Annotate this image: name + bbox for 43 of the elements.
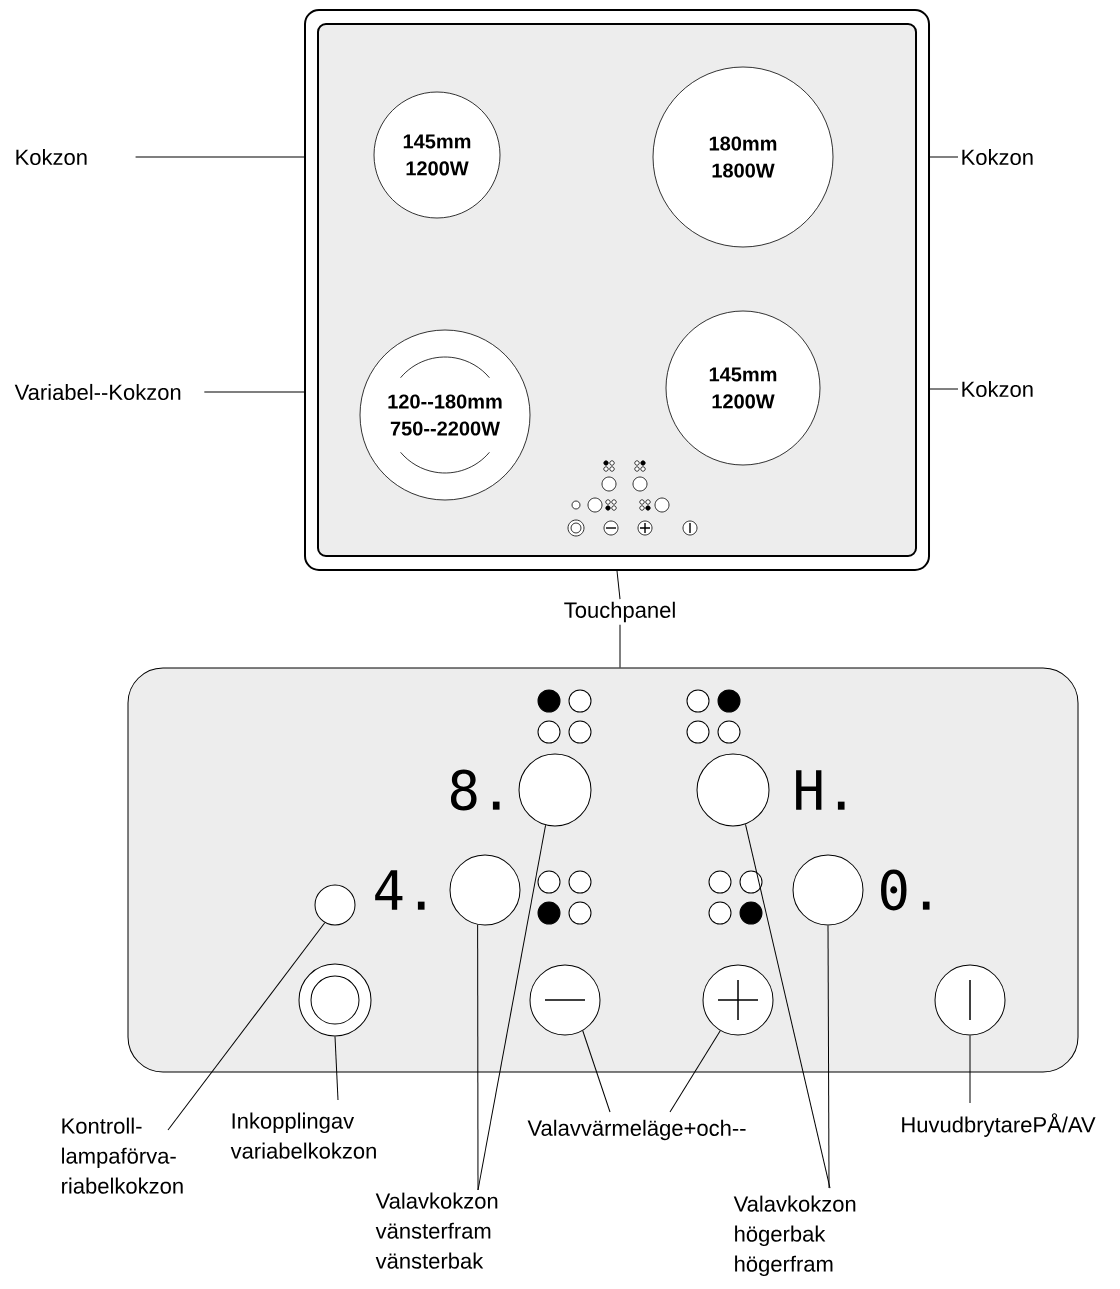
callout-text: Kokzon [16, 148, 87, 166]
segment-display: 8. [450, 769, 500, 811]
leader-line [203, 391, 305, 393]
leader-line [929, 388, 959, 390]
segment-display: 0. [881, 869, 930, 911]
touch-button [696, 753, 770, 827]
minus-button [529, 964, 601, 1036]
plus-button [702, 964, 774, 1036]
callout-text: Touchpanel [564, 601, 675, 623]
segment-display: 4. [375, 870, 425, 910]
callout-text: Inkopplingav variabelkokzon [230, 1112, 376, 1159]
touch-button [518, 753, 592, 827]
leader-line [334, 1036, 339, 1101]
callout-text: HuvudbrytarePÅ/AV [902, 1113, 1096, 1137]
callout-text: Valavvärmeläge+och-- [527, 1119, 746, 1141]
touch-button [298, 963, 372, 1037]
leader-line [616, 570, 621, 600]
callout-text: Valavkokzon vänsterfram vänsterbak [375, 1192, 498, 1269]
callout-text: Variabel--Kokzon [14, 383, 181, 401]
leader-line [135, 156, 305, 158]
touch-button [792, 854, 864, 926]
callout-text: Kokzon [962, 148, 1033, 166]
touch-button [449, 854, 521, 926]
leader-line [582, 1030, 611, 1113]
leader-line [929, 156, 959, 158]
cooking-zone: 180mm 1800W [652, 66, 834, 248]
cooking-zone: 145mm 1200W [373, 91, 501, 219]
leader-line [167, 922, 326, 1131]
indicator-lamp [314, 884, 356, 926]
leader-line [619, 624, 621, 668]
callout-text: Kokzon [962, 380, 1033, 398]
leader-line [669, 1030, 721, 1113]
cooking-zone: 145mm 1200W [665, 310, 821, 466]
leader-line [969, 1035, 971, 1104]
leader-line [827, 925, 830, 1189]
cooking-zone: 120--180mm 750--2200W [359, 329, 531, 501]
power-button [934, 964, 1006, 1036]
leader-line [745, 823, 831, 1189]
segment-display: H. [796, 770, 845, 810]
leader-line [477, 824, 547, 1191]
callout-text: Kontroll- lampaförva- riabelkokzon [62, 1117, 183, 1194]
leader-line [477, 924, 479, 1191]
callout-text: Valavkokzon högerbak högerfram [733, 1195, 856, 1277]
